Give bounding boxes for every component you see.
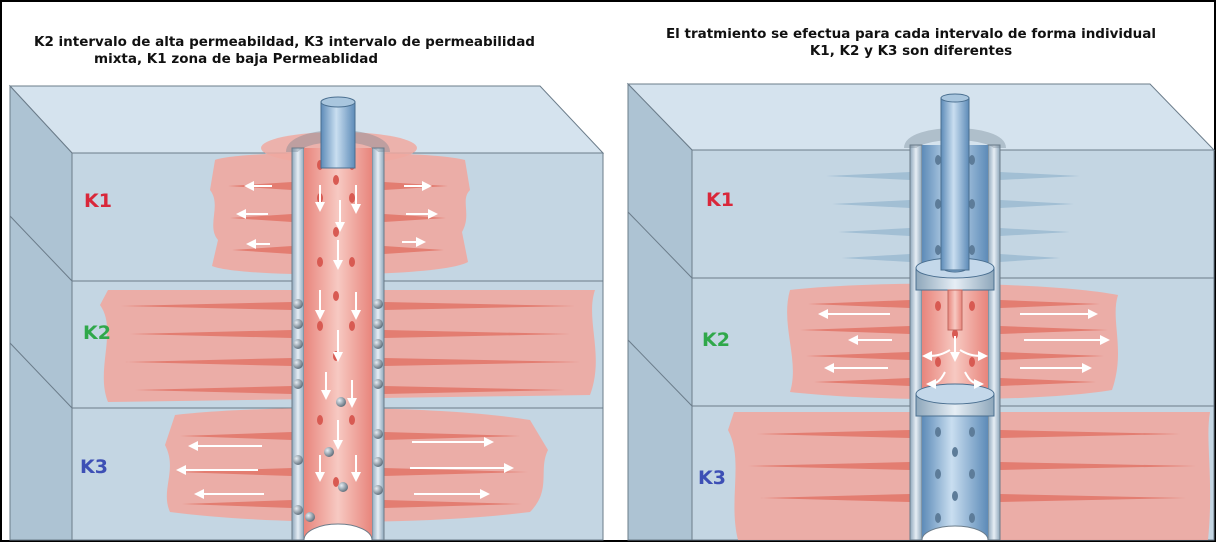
right-caption-line-1: El tratmiento se efectua para cada inter… bbox=[665, 26, 1157, 42]
left-ball-sealers bbox=[293, 299, 383, 522]
left-caption: K2 intervalo de alta permeabildad, K3 in… bbox=[34, 34, 594, 68]
right-label-k3: K3 bbox=[698, 467, 726, 489]
right-caption: El tratmiento se efectua para cada inter… bbox=[616, 26, 1206, 60]
left-wormholes bbox=[120, 182, 580, 508]
right-label-k2: K2 bbox=[702, 329, 730, 351]
right-tubing-tail bbox=[947, 289, 963, 331]
right-perforations-pink bbox=[935, 301, 975, 367]
left-label-k2: K2 bbox=[83, 322, 111, 344]
right-block: K1 K2 K3 bbox=[626, 82, 1216, 541]
right-casing-interior-lower bbox=[922, 410, 988, 540]
left-tubing bbox=[320, 101, 356, 169]
right-flow-arrows bbox=[818, 309, 1110, 389]
left-block: K1 K2 K3 bbox=[8, 84, 605, 541]
left-flow-arrows-down bbox=[315, 185, 361, 482]
right-tubing-top bbox=[940, 93, 970, 103]
right-k1-spikes bbox=[826, 172, 1080, 262]
left-side-boundary-2 bbox=[9, 342, 73, 409]
right-label-k1: K1 bbox=[706, 189, 734, 211]
right-casing-bottom-cut bbox=[921, 525, 989, 541]
left-side-face bbox=[9, 84, 73, 541]
right-caption-line-2: K1, K2 y K3 son diferentes bbox=[809, 43, 1013, 59]
left-casing-bottom-cut bbox=[303, 523, 373, 541]
right-tubing bbox=[940, 97, 970, 271]
left-label-k1: K1 bbox=[84, 190, 112, 212]
right-side-boundary-1 bbox=[627, 211, 693, 279]
right-casing-wall-right bbox=[987, 144, 1001, 541]
right-upper-packer bbox=[915, 257, 995, 291]
right-side-boundary-2 bbox=[627, 339, 693, 407]
left-flow-arrows-out bbox=[176, 181, 514, 499]
right-wormholes bbox=[748, 300, 1196, 502]
right-casing-wall-left bbox=[909, 144, 923, 541]
left-caption-line-1: K2 intervalo de alta permeabildad, K3 in… bbox=[34, 34, 535, 50]
left-label-k3: K3 bbox=[80, 456, 108, 478]
left-tubing-top bbox=[320, 96, 356, 108]
left-side-boundary-1 bbox=[9, 215, 73, 282]
left-caption-line-2: mixta, K1 zona de baja Permeablidad bbox=[94, 51, 379, 67]
right-side-face bbox=[627, 82, 693, 541]
right-lower-packer bbox=[915, 383, 995, 417]
